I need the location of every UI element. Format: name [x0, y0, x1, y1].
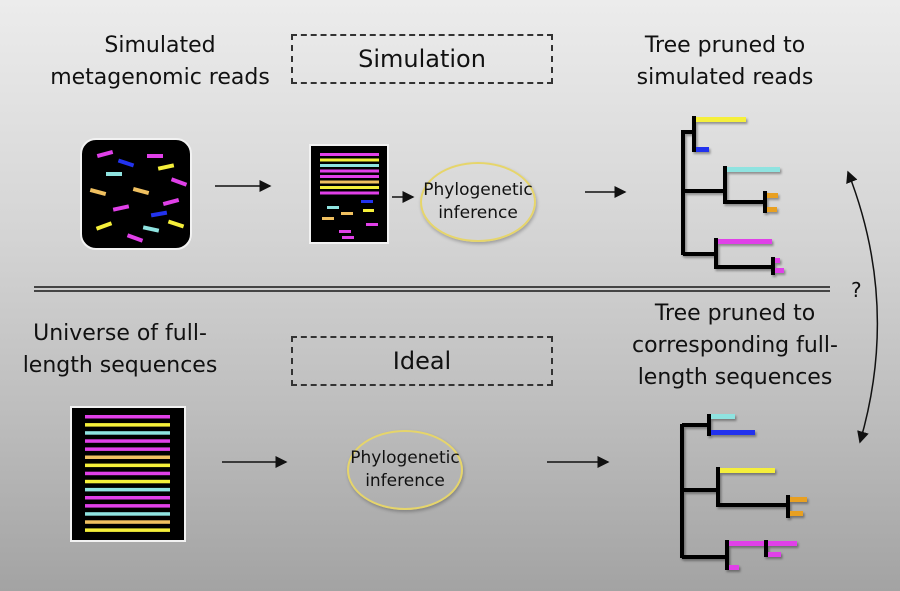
- full-length-read: [85, 463, 170, 468]
- full-length-read: [85, 439, 170, 443]
- comparison-double-arrow: [846, 170, 879, 444]
- leaf-yellow: [720, 468, 775, 473]
- short-read: [361, 200, 373, 203]
- section-divider-2: [34, 290, 830, 292]
- scattered-read: [147, 154, 163, 158]
- section-divider: [34, 286, 830, 288]
- tree-pruned-simulated-label: Tree pruned to simulated reads: [636, 33, 814, 90]
- aligned-read: [320, 186, 379, 189]
- ideal-box: Ideal: [291, 336, 553, 386]
- full-length-read: [85, 479, 170, 484]
- simulated-reads-label: Simulated metagenomic reads: [50, 33, 270, 90]
- aligned-read: [320, 175, 379, 178]
- full-length-read: [85, 504, 170, 508]
- aligned-read: [320, 191, 379, 195]
- leaf-orange-2: [790, 511, 803, 516]
- full-length-read: [85, 423, 170, 427]
- full-length-read: [85, 487, 170, 492]
- scattered-read: [126, 233, 144, 243]
- short-read: [342, 236, 354, 239]
- leaf-blue: [696, 147, 709, 152]
- scattered-read: [96, 149, 114, 159]
- short-read: [322, 217, 334, 220]
- scattered-read: [157, 163, 175, 171]
- short-read: [363, 209, 374, 212]
- phylogenetic-inference-top: Phylogenetic inference: [420, 162, 536, 242]
- simulation-label: Simulation: [358, 45, 486, 73]
- scattered-read: [95, 221, 113, 231]
- scattered-read: [150, 210, 168, 218]
- scattered-read: [132, 186, 150, 196]
- tree-top: [681, 116, 784, 275]
- universe-label: Universe of full- length sequences: [22, 321, 218, 378]
- leaf-cyan: [727, 167, 780, 172]
- simulation-box: Simulation: [291, 34, 553, 84]
- scattered-read: [89, 187, 107, 197]
- leaf-magenta-3: [774, 268, 784, 273]
- full-length-read: [85, 512, 170, 516]
- aligned-read: [320, 158, 379, 162]
- scattered-read: [112, 204, 130, 212]
- phylogenetic-inference-bottom: Phylogenetic inference: [347, 430, 463, 510]
- full-length-read: [85, 528, 170, 532]
- scattered-read: [170, 177, 188, 187]
- aligned-read: [320, 153, 379, 156]
- full-length-read: [85, 520, 170, 524]
- leaf-orange-2: [766, 207, 777, 212]
- short-read: [341, 212, 353, 215]
- tree-pruned-full-length-label: Tree pruned to corresponding full- lengt…: [632, 301, 838, 390]
- short-read: [327, 206, 339, 209]
- full-length-read: [85, 431, 170, 435]
- leaf-magenta-3: [729, 565, 739, 570]
- short-read: [366, 223, 378, 226]
- leaf-magenta-1: [717, 239, 772, 244]
- full-length-read: [85, 415, 170, 419]
- leaf-orange-1: [790, 497, 807, 502]
- leaf-magenta-1: [729, 541, 797, 546]
- scattered-read: [106, 172, 122, 176]
- tree-bottom: [680, 414, 807, 570]
- scattered-read: [117, 158, 135, 168]
- ideal-label: Ideal: [392, 347, 452, 375]
- leaf-blue: [711, 430, 755, 435]
- full-length-read: [85, 455, 170, 459]
- leaf-yellow: [696, 117, 746, 122]
- short-read: [339, 230, 351, 233]
- leaf-cyan: [711, 414, 735, 419]
- aligned-read: [320, 180, 379, 184]
- aligned-read: [320, 164, 379, 167]
- scattered-read: [142, 225, 160, 233]
- full-length-read: [85, 447, 170, 451]
- full-length-read: [85, 471, 170, 476]
- aligned-read: [320, 169, 379, 173]
- leaf-orange-1: [766, 193, 778, 198]
- leaf-magenta-2: [774, 258, 780, 263]
- scattered-read: [162, 197, 180, 207]
- full-length-read: [85, 496, 170, 500]
- leaf-magenta-2: [768, 552, 781, 557]
- scattered-read: [167, 219, 185, 229]
